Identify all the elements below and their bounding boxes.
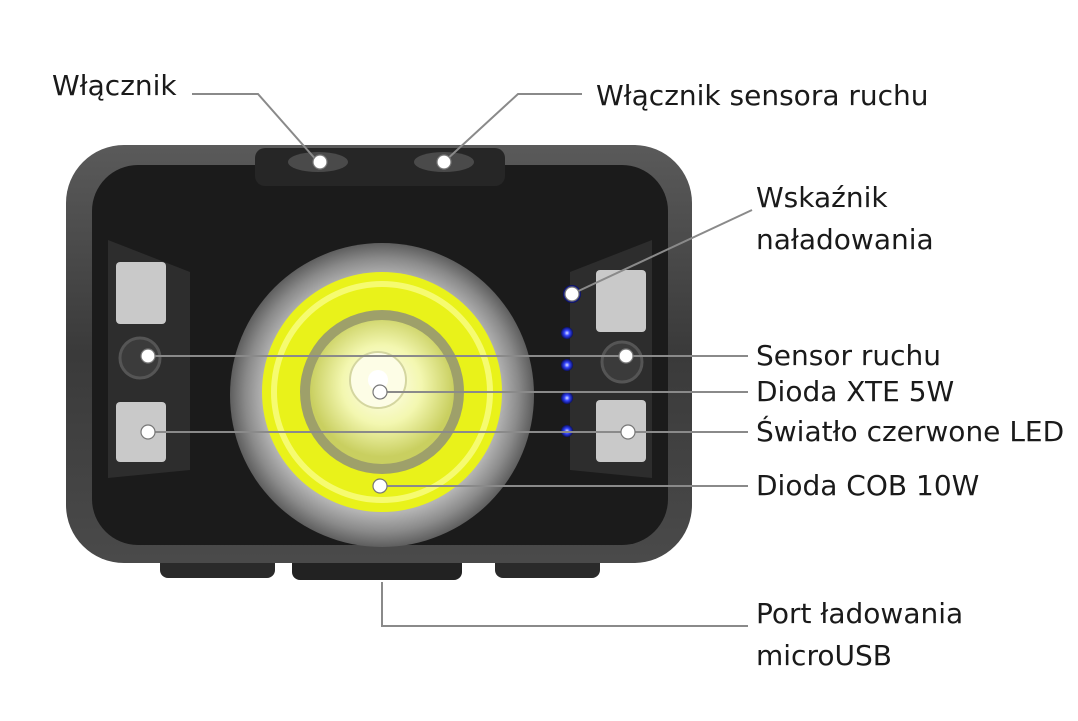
pointer-dots bbox=[140, 154, 636, 494]
dot-power-switch bbox=[312, 154, 328, 170]
dot-xte-diode bbox=[372, 384, 388, 400]
label-cob-diode: Dioda COB 10W bbox=[756, 469, 980, 502]
leader-lines bbox=[148, 93, 753, 627]
label-motion-sensor: Sensor ruchu bbox=[756, 339, 942, 372]
dot-motion-sensor-left bbox=[140, 348, 156, 364]
dot-cob-diode bbox=[372, 478, 388, 494]
charge-led bbox=[561, 359, 573, 371]
headlamp-illustration bbox=[66, 145, 692, 580]
leader-power-switch bbox=[192, 93, 319, 163]
label-charge-indicator-line1: Wskaźnik bbox=[756, 181, 888, 214]
dot-motion-sensor-switch bbox=[436, 154, 452, 170]
label-charging-port-line1: Port ładowania bbox=[756, 597, 964, 630]
label-charging-port-line2: microUSB bbox=[756, 639, 892, 672]
leader-charge-indicator bbox=[571, 209, 753, 295]
label-motion-sensor-switch: Włącznik sensora ruchu bbox=[596, 79, 929, 112]
xte-emitter bbox=[368, 370, 388, 390]
right-red-led-upper bbox=[596, 270, 646, 332]
leader-charging-port bbox=[381, 582, 748, 627]
label-charge-indicator-line2: naładowania bbox=[756, 223, 934, 256]
leader-motion-sensor-switch bbox=[443, 93, 582, 163]
label-power-switch: Włącznik bbox=[52, 69, 177, 102]
charge-led bbox=[561, 392, 573, 404]
charge-led bbox=[561, 327, 573, 339]
label-xte-diode: Dioda XTE 5W bbox=[756, 375, 955, 408]
dot-red-led-left bbox=[140, 424, 156, 440]
dot-red-led-right bbox=[620, 424, 636, 440]
dot-motion-sensor-right bbox=[618, 348, 634, 364]
left-motion-sensor bbox=[118, 336, 162, 380]
dot-charge-indicator bbox=[564, 286, 580, 302]
label-red-led: Światło czerwone LED bbox=[756, 415, 1065, 448]
left-red-led-upper bbox=[116, 262, 166, 324]
